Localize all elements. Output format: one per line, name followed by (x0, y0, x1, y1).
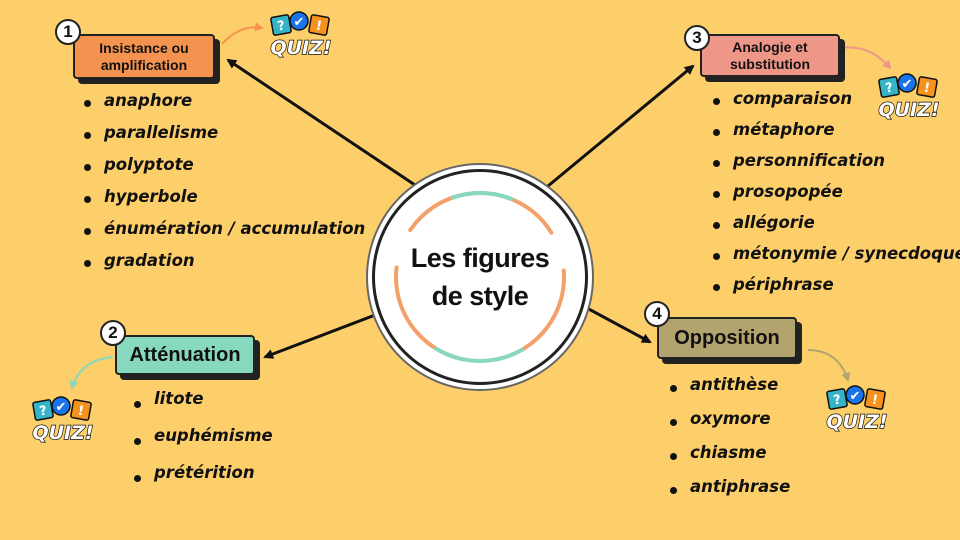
list-item: allégorie (711, 210, 960, 241)
branch-2-number: 2 (100, 320, 126, 346)
list-item: prétérition (132, 460, 273, 497)
branch-4-number: 4 (644, 301, 670, 327)
list-item: prosopopée (711, 179, 960, 210)
arrow-to-branch-4 (571, 298, 652, 344)
quiz-icon: ? ✔! QUIZ! (270, 11, 332, 60)
list-item: gradation (82, 248, 365, 280)
quiz-label: QUIZ! (32, 422, 93, 444)
list-item: antiphrase (668, 474, 790, 508)
list-item: personnification (711, 148, 960, 179)
quiz-badge-3[interactable]: ? ✔! QUIZ! (876, 72, 942, 122)
quiz-mark: ✔ (902, 77, 913, 92)
quiz-mark: ? (276, 18, 286, 34)
quiz-label: QUIZ! (878, 99, 939, 121)
quiz-mark: ! (77, 404, 85, 420)
quiz-mark: ! (315, 19, 323, 35)
central-title: Les figures de style (410, 243, 550, 311)
branch-4-label: Opposition (674, 326, 780, 349)
branch-3-label: Analogie et substitution (729, 38, 811, 72)
quiz-arrow-3 (839, 46, 892, 70)
quiz-badge-1[interactable]: ? ✔! QUIZ! (268, 10, 334, 60)
list-item: métonymie / synecdoque (711, 241, 960, 272)
branch-2-box: Atténuation (115, 335, 255, 375)
branch-3-list: comparaison métaphore personnification p… (711, 86, 960, 303)
quiz-mark: ? (884, 80, 894, 96)
list-item: parallelisme (82, 120, 365, 152)
branch-4-list: antithèse oxymore chiasme antiphrase (668, 372, 790, 508)
list-item: polyptote (82, 152, 365, 184)
quiz-mark: ? (38, 403, 48, 419)
quiz-arrow-2 (69, 356, 114, 390)
quiz-mark: ? (832, 392, 842, 408)
quiz-label: QUIZ! (270, 37, 331, 59)
branch-3-box: Analogie et substitution (700, 34, 840, 77)
quiz-arrow-1 (221, 22, 264, 45)
branch-1-label: Insistance ou amplification (99, 39, 189, 73)
branch-1-list: anaphore parallelisme polyptote hyperbol… (82, 88, 365, 280)
quiz-icon: ? ✔! QUIZ! (878, 73, 940, 122)
quiz-mark: ✔ (850, 389, 861, 404)
arrow-to-branch-1 (226, 58, 416, 187)
arrow-to-branch-2 (263, 310, 384, 359)
quiz-badge-2[interactable]: ? ✔! QUIZ! (30, 395, 96, 445)
arrow-to-branch-3 (547, 64, 695, 188)
list-item: anaphore (82, 88, 365, 120)
quiz-label: QUIZ! (826, 411, 887, 433)
list-item: chiasme (668, 440, 790, 474)
quiz-badge-4[interactable]: ? ✔! QUIZ! (824, 384, 890, 434)
quiz-mark: ✔ (294, 15, 305, 30)
branch-2-list: litote euphémisme prétérition (132, 386, 273, 497)
list-item: périphrase (711, 272, 960, 303)
list-item: antithèse (668, 372, 790, 406)
branch-2-label: Atténuation (129, 343, 241, 366)
quiz-icon: ? ✔! QUIZ! (32, 396, 94, 445)
central-topic: Les figures de style (375, 172, 585, 382)
quiz-mark: ✔ (56, 400, 67, 415)
list-item: oxymore (668, 406, 790, 440)
decorative-ring-icon (393, 191, 566, 363)
quiz-mark: ! (923, 81, 931, 97)
list-item: euphémisme (132, 423, 273, 460)
quiz-mark: ! (871, 393, 879, 409)
quiz-icon: ? ✔! QUIZ! (826, 385, 888, 434)
list-item: hyperbole (82, 184, 365, 216)
list-item: énumération / accumulation (82, 216, 365, 248)
branch-1-box: Insistance ou amplification (73, 34, 215, 79)
branch-4-box: Opposition (657, 317, 797, 359)
branch-1-number: 1 (55, 19, 81, 45)
quiz-arrow-4 (807, 349, 851, 382)
list-item: litote (132, 386, 273, 423)
list-item: métaphore (711, 117, 960, 148)
list-item: comparaison (711, 86, 960, 117)
branch-3-number: 3 (684, 25, 710, 51)
